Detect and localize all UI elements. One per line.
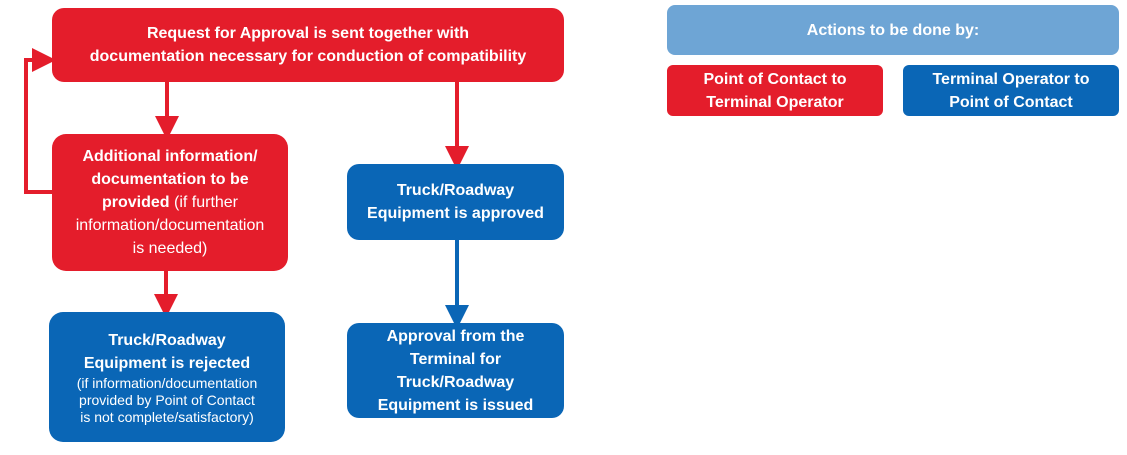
additional-line-2: documentation to be: [91, 171, 249, 188]
legend-red-line-2: Terminal Operator: [706, 93, 844, 111]
issued-line-2: Terminal for: [409, 350, 502, 368]
request-for-approval-node: Request for Approval is sent together wi…: [52, 8, 564, 82]
legend-title-text: Actions to be done by:: [806, 21, 980, 39]
approval-issued-node: Approval from the Terminal for Truck/Roa…: [347, 323, 564, 418]
issued-line-4: Equipment is issued: [377, 396, 534, 414]
additional-line-5: is needed): [132, 240, 208, 257]
rejected-line-1: Truck/Roadway: [108, 331, 226, 349]
legend-terminal-operator-to-point-of-contact: Terminal Operator to Point of Contact: [903, 65, 1119, 116]
additional-line-4: information/documentation: [75, 217, 265, 234]
legend-title: Actions to be done by:: [667, 5, 1119, 55]
additional-line-3-bold: provided: [101, 194, 170, 211]
approved-line-1: Truck/Roadway: [396, 182, 515, 199]
arrow-additional-loop-back: [24, 48, 56, 194]
additional-line-3: provided (if further: [102, 191, 238, 214]
legend-blue-line-1: Terminal Operator to: [932, 70, 1090, 88]
issued-line-3: Truck/Roadway: [396, 373, 515, 391]
issued-line-1: Approval from the: [386, 327, 525, 345]
approved-line-2: Equipment is approved: [367, 205, 544, 222]
equipment-approved-node: Truck/Roadway Equipment is approved: [347, 164, 564, 240]
request-line-2: documentation necessary for conduction o…: [89, 48, 527, 65]
equipment-rejected-node: Truck/Roadway Equipment is rejected (if …: [49, 312, 285, 442]
rejected-note-2: provided by Point of Contact: [79, 391, 255, 408]
rejected-note-3: is not complete/satisfactory): [80, 408, 254, 425]
rejected-line-2: Equipment is rejected: [83, 354, 251, 372]
legend-blue-line-2: Point of Contact: [949, 93, 1073, 111]
additional-line-1: Additional information/: [82, 148, 258, 165]
request-line-1: Request for Approval is sent together wi…: [146, 25, 470, 42]
legend-point-of-contact-to-terminal-operator: Point of Contact to Terminal Operator: [667, 65, 883, 116]
additional-line-3-rest: (if further: [169, 194, 239, 211]
rejected-note-1: (if information/documentation: [76, 374, 258, 391]
additional-information-node: Additional information/ documentation to…: [52, 134, 288, 271]
legend-red-line-1: Point of Contact to: [703, 70, 847, 88]
